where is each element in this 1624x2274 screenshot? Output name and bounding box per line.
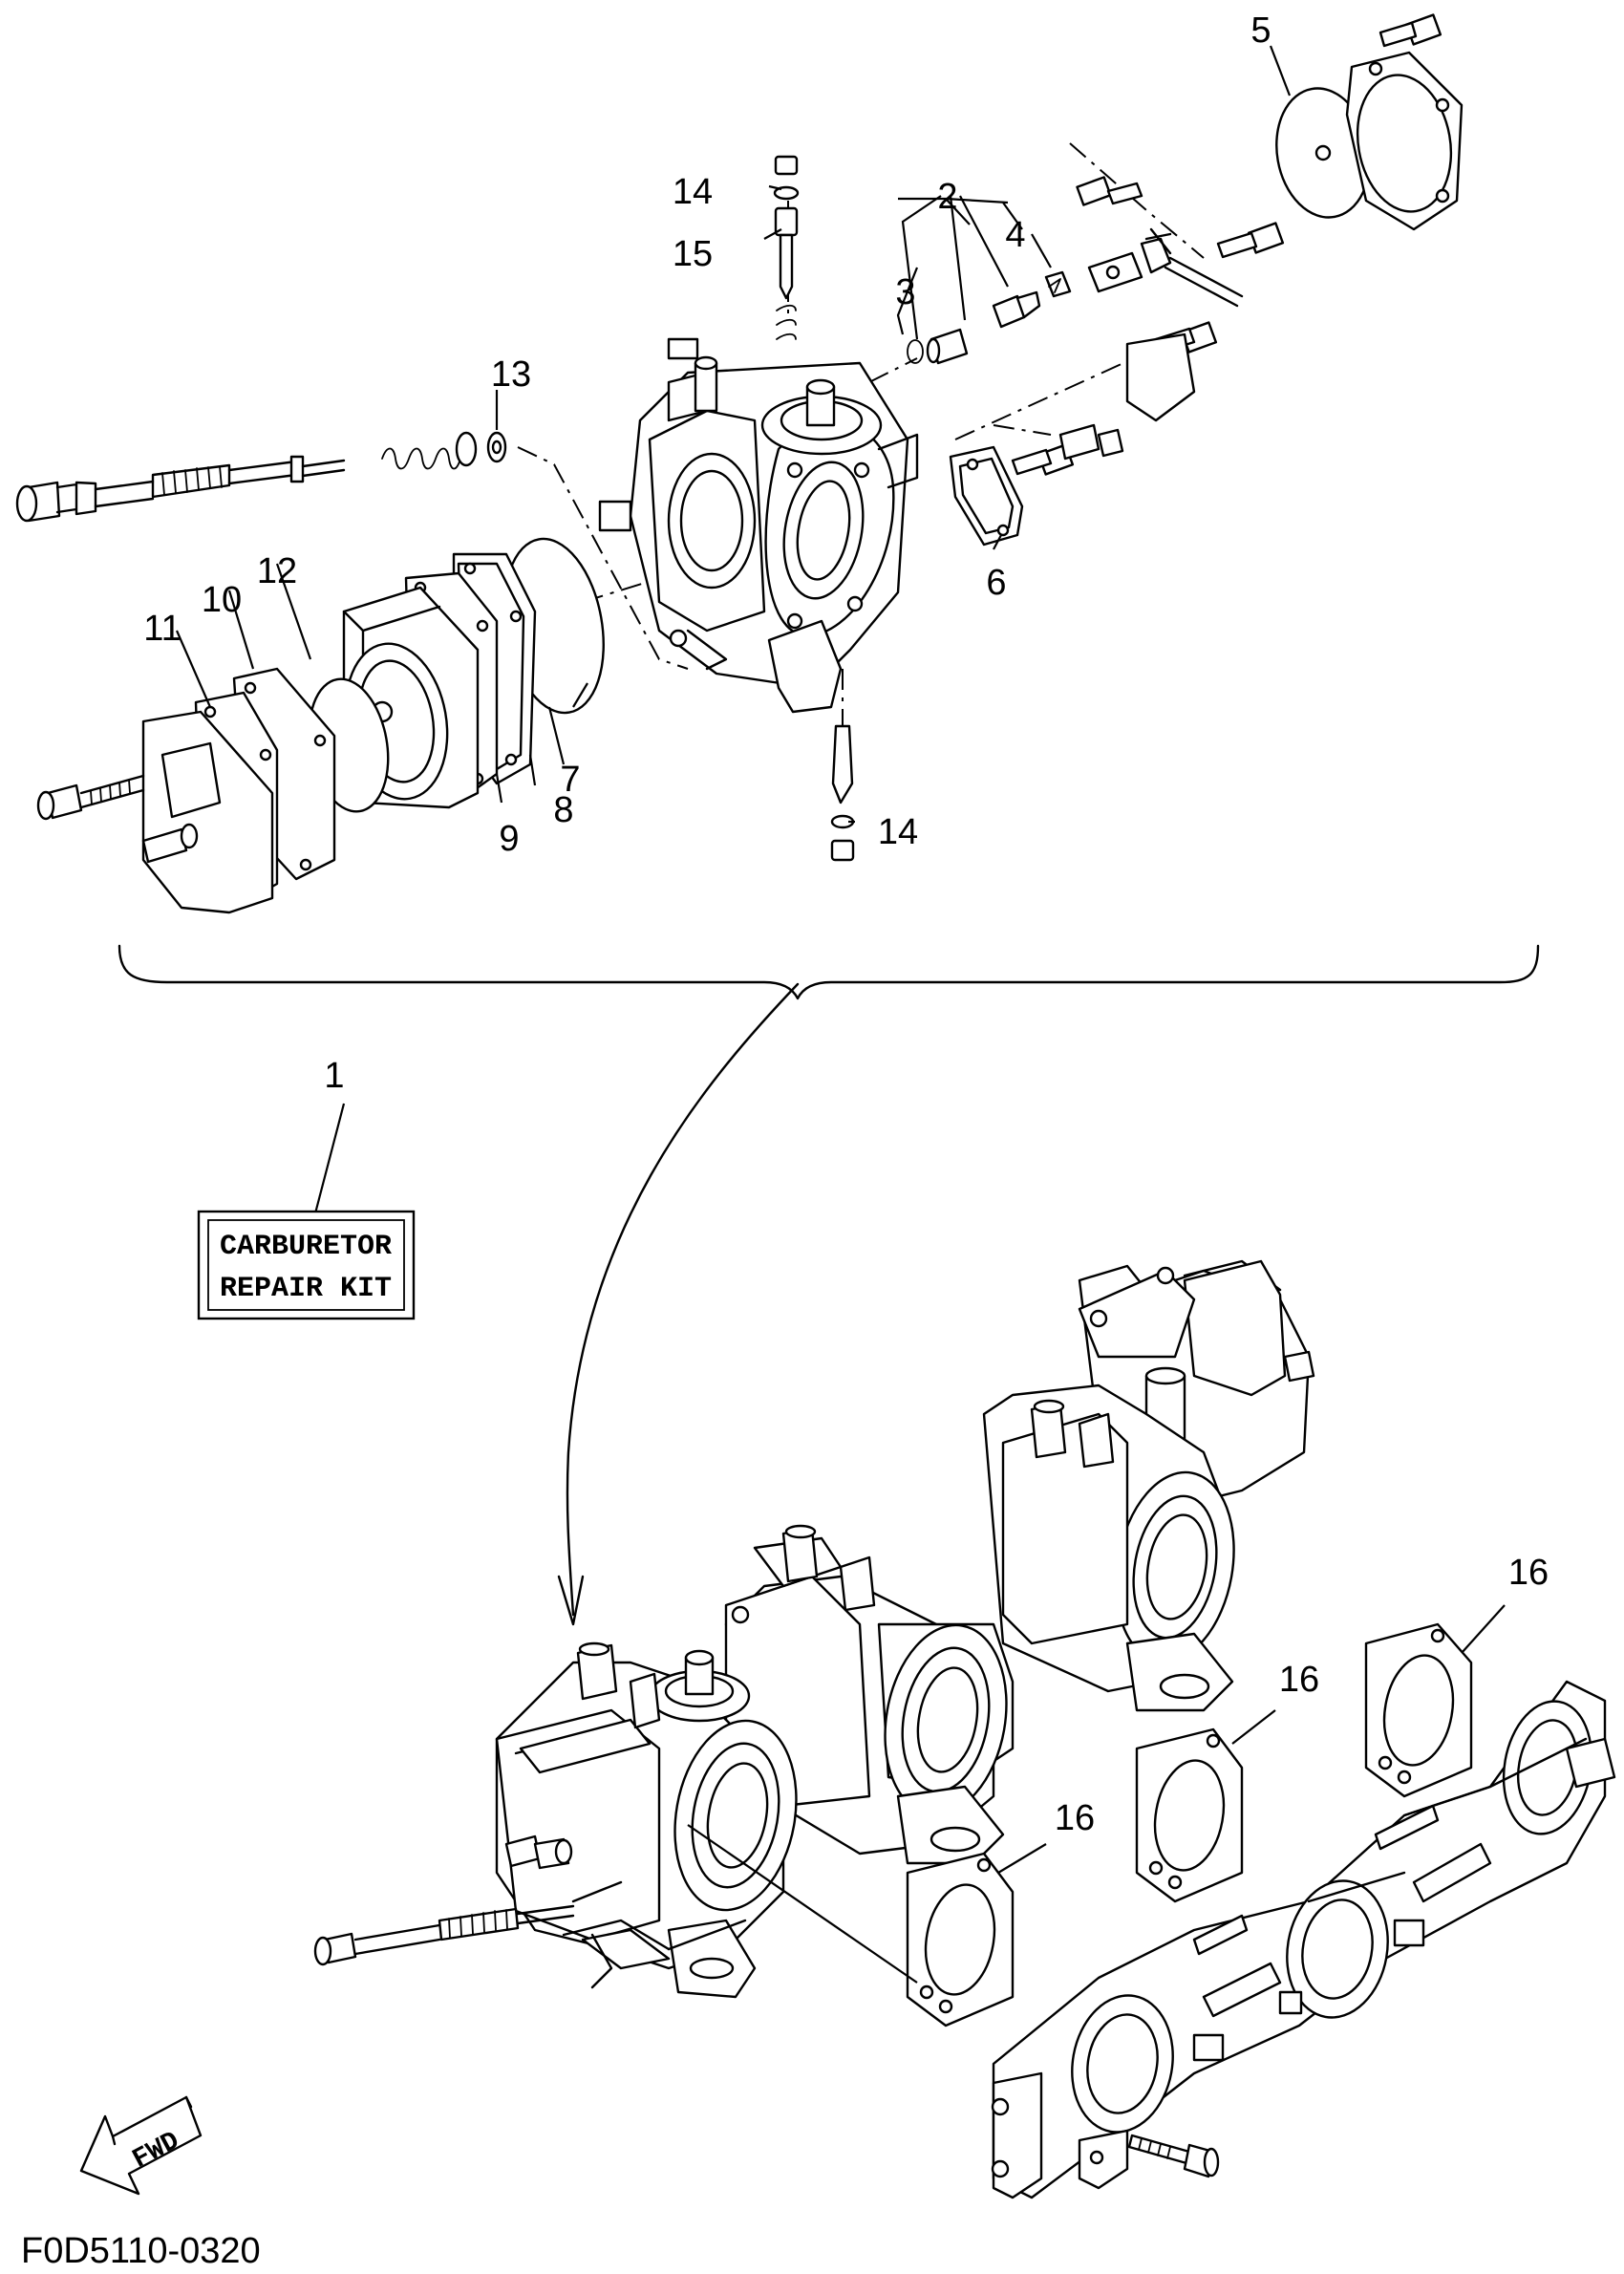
gasket-6	[949, 445, 1024, 547]
callout-10: 10	[202, 580, 242, 620]
callout-15: 15	[673, 234, 713, 274]
idle-adjust-screw	[15, 431, 507, 523]
intake-manifold	[991, 1680, 1616, 2199]
manifold-bolt	[1127, 2134, 1220, 2178]
diaphragm-5-cover	[1275, 13, 1464, 231]
callout-12: 12	[257, 551, 297, 591]
gasket-16-rear	[1364, 1622, 1473, 1798]
kit-label-line1: CARBURETOR	[220, 1231, 392, 1263]
callout-leaders-lower	[687, 1604, 1506, 1984]
callout-leaders-upper	[175, 45, 1292, 824]
callout-6: 6	[986, 563, 1006, 603]
kit-label-line2: REPAIR KIT	[220, 1273, 392, 1305]
jet-needle-bottom	[830, 724, 855, 862]
repair-kit-box	[197, 1210, 416, 1320]
callout-leader-1	[313, 1103, 346, 1214]
assembly-arrow	[566, 982, 800, 1617]
reference-code: F0D5110-0320	[21, 2231, 261, 2271]
callout-14-top: 14	[673, 172, 713, 212]
float-arm-assembly	[1011, 176, 1285, 476]
gasket-16-front	[906, 1852, 1015, 2027]
gasket-16-middle	[1135, 1727, 1244, 1903]
callout-7: 7	[560, 760, 580, 800]
callout-13: 13	[491, 354, 531, 395]
callout-4: 4	[1005, 215, 1025, 255]
carburetor-assembly-lower	[313, 1259, 1315, 1999]
callout-16-rear: 16	[1508, 1553, 1549, 1593]
callout-5: 5	[1250, 11, 1271, 51]
needle-valve-assembly	[907, 270, 1072, 365]
callout-2: 2	[937, 177, 957, 217]
carburetor-body-upper	[598, 337, 919, 714]
callout-1: 1	[324, 1056, 344, 1096]
callout-11: 11	[143, 609, 181, 649]
jet-needle-top	[773, 155, 800, 340]
assembly-bracket	[118, 944, 1540, 1000]
callout-9: 9	[499, 819, 519, 859]
fuel-pump-stack	[36, 537, 605, 914]
callout-16-middle: 16	[1279, 1660, 1319, 1700]
callout-16-front: 16	[1055, 1798, 1095, 1838]
callout-8: 8	[553, 790, 573, 830]
callout-3: 3	[895, 272, 915, 312]
assembly-arrowhead	[557, 1575, 585, 1626]
fwd-arrow	[79, 2095, 203, 2196]
callout-14-bottom: 14	[878, 812, 918, 852]
